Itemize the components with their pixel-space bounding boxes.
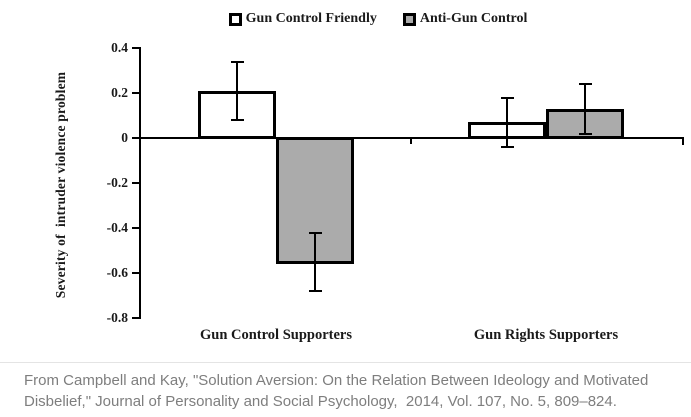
legend-label: Gun Control Friendly bbox=[245, 11, 377, 26]
axis-end-tick bbox=[682, 137, 684, 145]
y-tick-mark bbox=[132, 227, 139, 229]
error-bar-line bbox=[584, 84, 586, 134]
y-tick-label: 0 bbox=[121, 130, 128, 145]
legend-swatch-icon bbox=[402, 12, 416, 26]
error-bar-cap-bottom bbox=[308, 290, 322, 292]
error-bar-cap-top bbox=[500, 96, 514, 99]
error-bar-line bbox=[236, 61, 238, 120]
y-tick-mark bbox=[132, 92, 139, 94]
legend-swatch-icon bbox=[228, 12, 242, 26]
y-tick-mark bbox=[132, 137, 139, 139]
legend-item: Gun Control Friendly bbox=[228, 11, 377, 27]
error-bar-cap-bottom bbox=[500, 146, 514, 148]
x-category-label: Gun Rights Supporters bbox=[473, 327, 619, 343]
error-bar-cap-top bbox=[230, 60, 244, 63]
error-bar-line bbox=[314, 232, 316, 291]
y-tick-label: -0.6 bbox=[106, 265, 128, 280]
y-tick-label: 0.4 bbox=[111, 40, 128, 55]
divider-line bbox=[0, 362, 691, 363]
chart-legend: Gun Control Friendly Anti-Gun Control bbox=[108, 9, 648, 29]
y-tick-label: -0.8 bbox=[106, 310, 128, 325]
legend-label: Anti-Gun Control bbox=[419, 11, 528, 26]
error-bar-line bbox=[506, 97, 508, 147]
caption-line-2: Disbelief," Journal of Personality and S… bbox=[24, 393, 617, 410]
y-tick-label: -0.2 bbox=[106, 175, 128, 190]
y-tick-label: 0.2 bbox=[111, 85, 128, 100]
x-axis-line bbox=[139, 137, 684, 139]
legend-item: Anti-Gun Control bbox=[402, 11, 528, 27]
y-tick-mark bbox=[132, 317, 139, 319]
category-divider-tick bbox=[410, 139, 412, 144]
y-tick-mark bbox=[132, 272, 139, 274]
y-tick-mark bbox=[132, 47, 139, 49]
citation-caption: From Campbell and Kay, "Solution Aversio… bbox=[24, 370, 679, 412]
y-tick-mark bbox=[132, 182, 139, 184]
y-tick-label: -0.4 bbox=[106, 220, 128, 235]
error-bar-cap-top bbox=[308, 231, 322, 234]
y-axis-line bbox=[139, 47, 141, 319]
caption-line-1: From Campbell and Kay, "Solution Aversio… bbox=[24, 372, 649, 389]
x-category-label: Gun Control Supporters bbox=[199, 327, 352, 343]
error-bar-cap-bottom bbox=[230, 119, 244, 121]
error-bar-cap-top bbox=[578, 83, 592, 85]
error-bar-cap-bottom bbox=[578, 132, 592, 135]
